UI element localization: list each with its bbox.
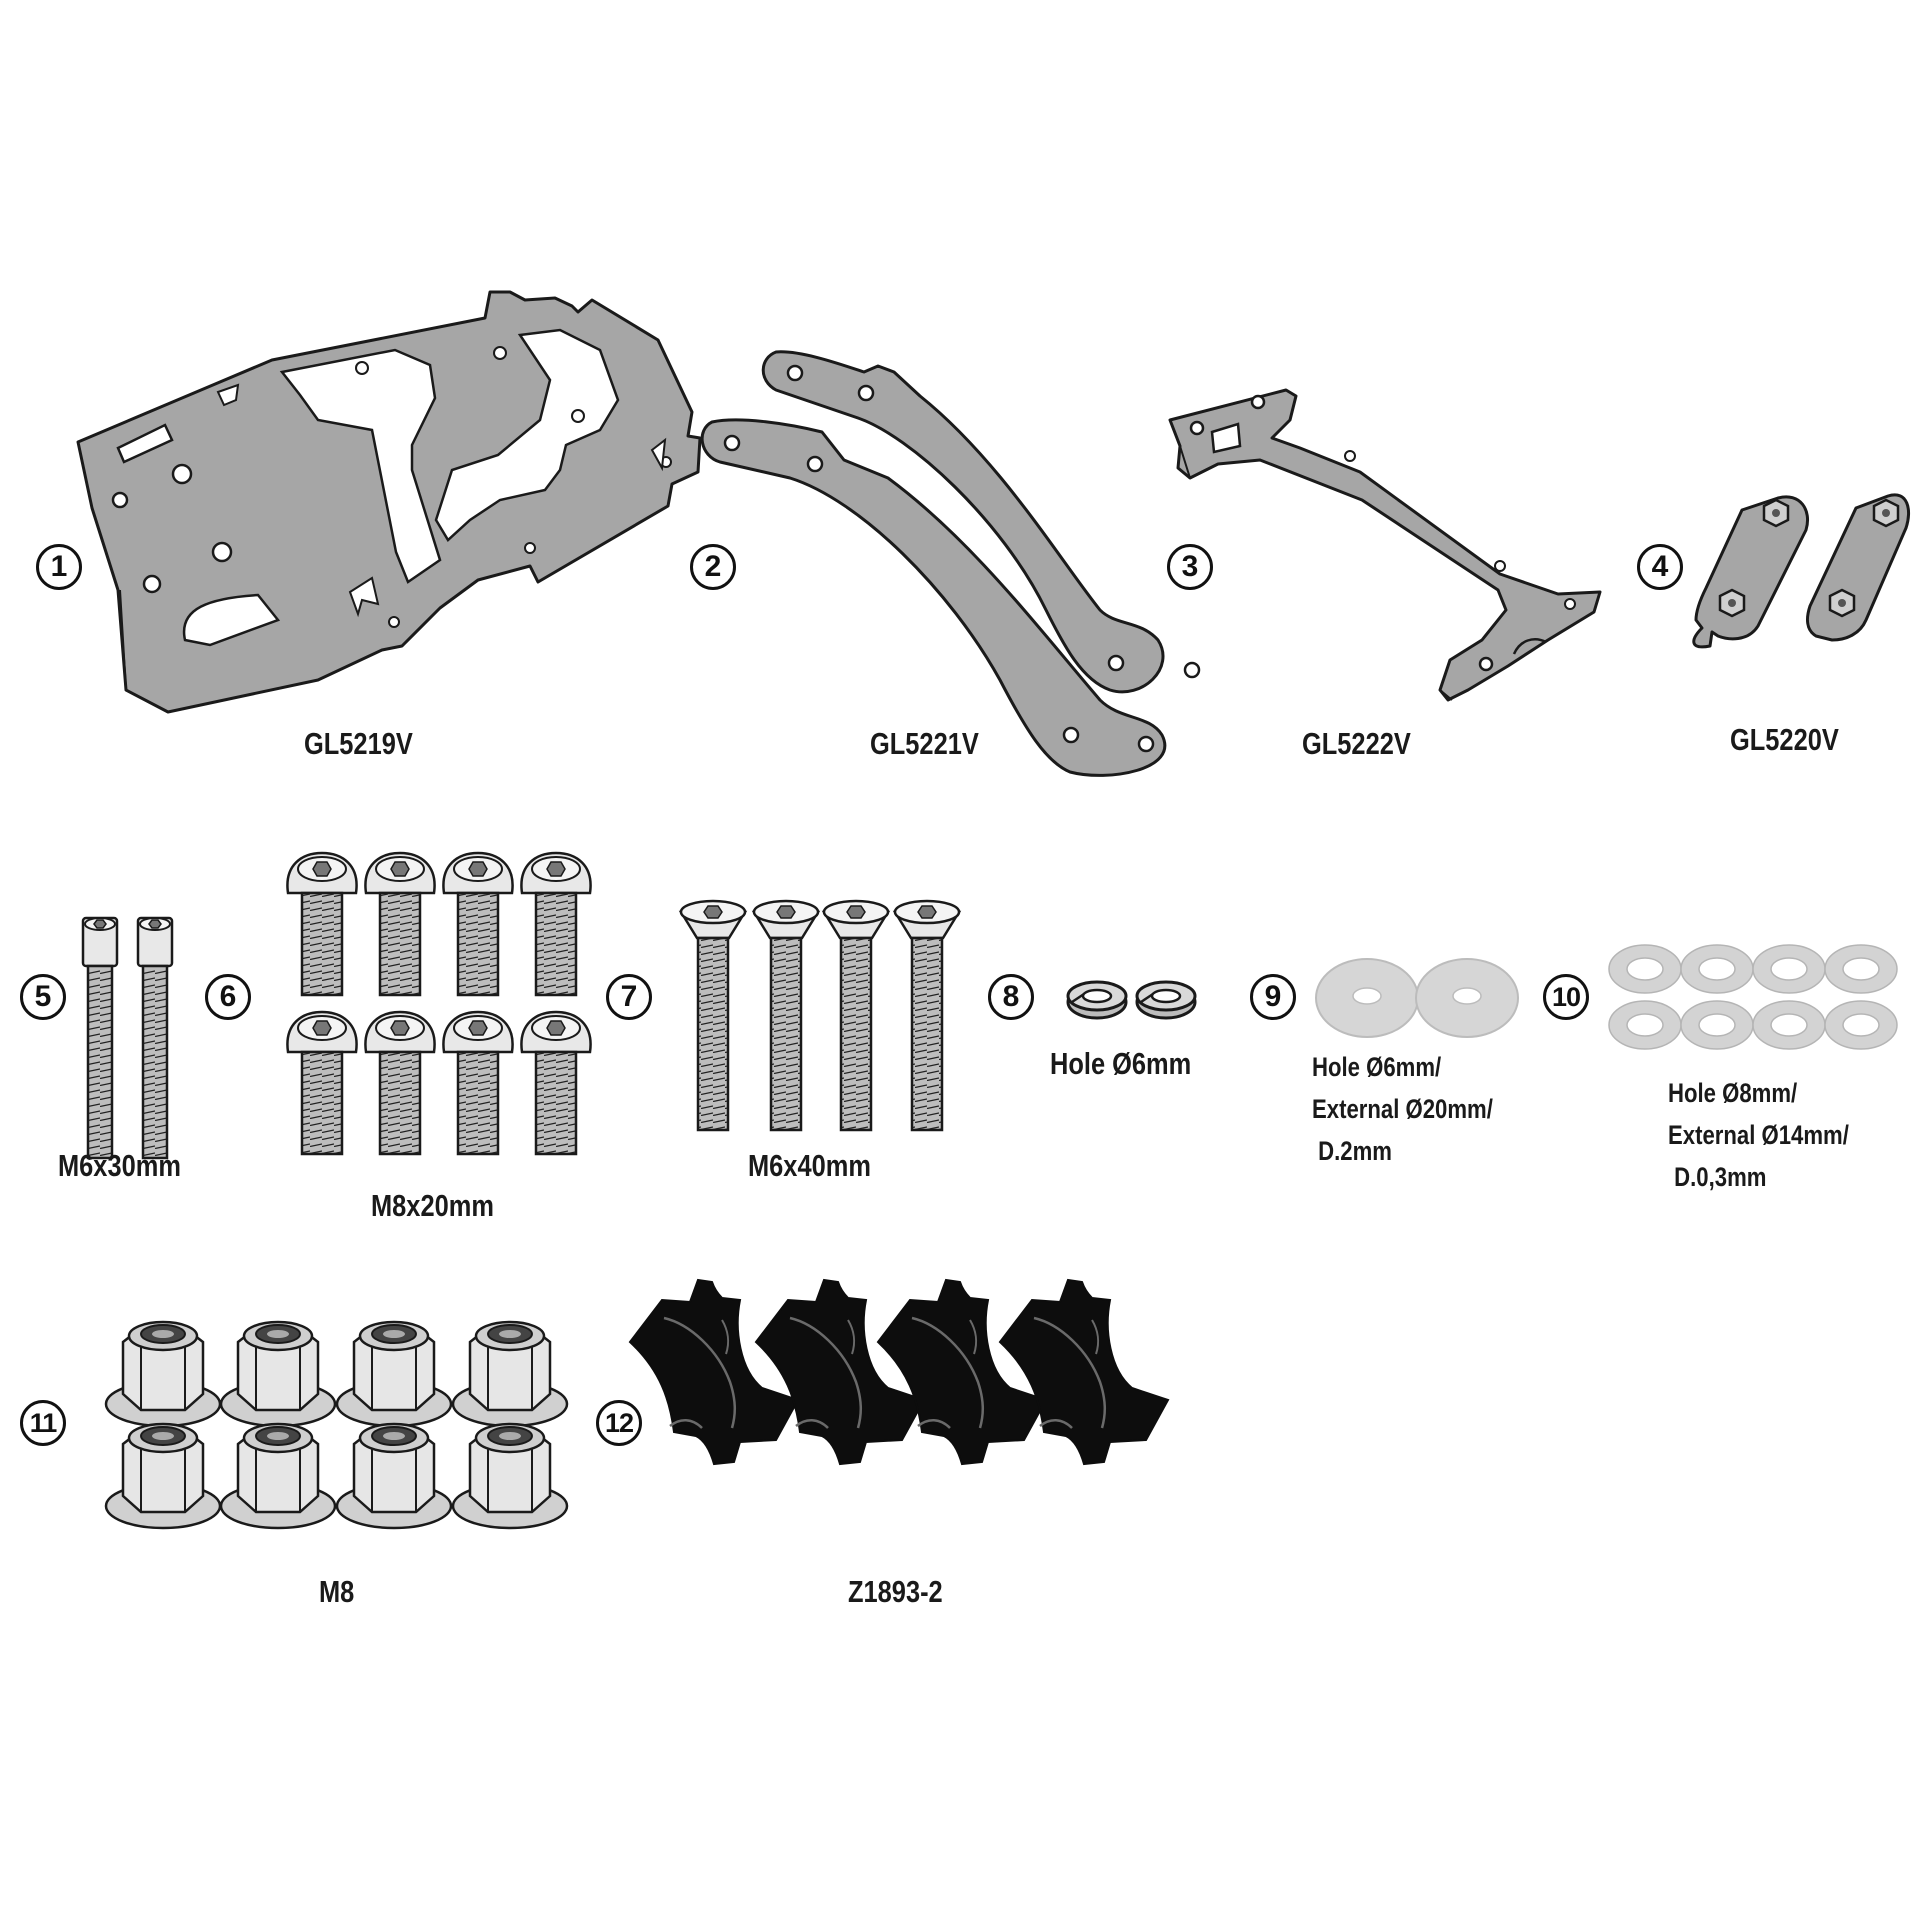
part-7-countersunk-screws — [679, 899, 961, 1132]
label-part-11: M8 — [319, 1574, 355, 1609]
part-3-center-bracket — [1168, 388, 1602, 702]
callout-6: 6 — [205, 974, 251, 1020]
label-part-9-line-3: D.2mm — [1312, 1136, 1392, 1166]
label-part-9-line-2: External Ø20mm/ — [1312, 1094, 1493, 1124]
label-part-9-line-1: Hole Ø6mm/ — [1312, 1052, 1442, 1082]
label-part-1: GL5219V — [304, 726, 413, 761]
callout-7: 7 — [606, 974, 652, 1020]
part-12-rubber-brackets — [628, 1278, 1170, 1466]
callout-9: 9 — [1250, 974, 1296, 1020]
label-part-12: Z1893-2 — [848, 1574, 943, 1609]
callout-12: 12 — [596, 1400, 642, 1446]
part-2-side-arms — [700, 350, 1201, 777]
callout-5: 5 — [20, 974, 66, 1020]
callout-4: 4 — [1637, 544, 1683, 590]
label-part-10-line-2: External Ø14mm/ — [1668, 1120, 1849, 1150]
label-part-8: Hole Ø6mm — [1050, 1046, 1192, 1081]
part-10-small-washers — [1608, 944, 1898, 1050]
part-5-cap-screws — [81, 916, 174, 1160]
part-1-main-plate — [76, 290, 702, 714]
label-part-4: GL5220V — [1730, 722, 1839, 757]
label-part-5: M6x30mm — [58, 1148, 181, 1183]
callout-1: 1 — [36, 544, 82, 590]
label-part-6: M8x20mm — [371, 1188, 494, 1223]
callout-11: 11 — [20, 1400, 66, 1446]
callout-3: 3 — [1167, 544, 1213, 590]
part-4-small-plates — [1692, 493, 1911, 649]
label-part-9: Hole Ø6mm/ External Ø20mm/ D.2mm — [1312, 1046, 1493, 1172]
label-part-10-line-1: Hole Ø8mm/ — [1668, 1078, 1798, 1108]
label-part-10: Hole Ø8mm/ External Ø14mm/ D.0,3mm — [1668, 1072, 1849, 1198]
part-9-large-washers — [1315, 958, 1519, 1038]
label-part-10-line-3: D.0,3mm — [1668, 1162, 1767, 1192]
label-part-2: GL5221V — [870, 726, 979, 761]
part-11-flange-nuts — [104, 1320, 569, 1530]
part-8-lock-washers — [1066, 980, 1197, 1020]
label-part-7: M6x40mm — [748, 1148, 871, 1183]
part-6-button-screws — [286, 851, 592, 1156]
callout-10: 10 — [1543, 974, 1589, 1020]
label-part-3: GL5222V — [1302, 726, 1411, 761]
callout-8: 8 — [988, 974, 1034, 1020]
callout-2: 2 — [690, 544, 736, 590]
